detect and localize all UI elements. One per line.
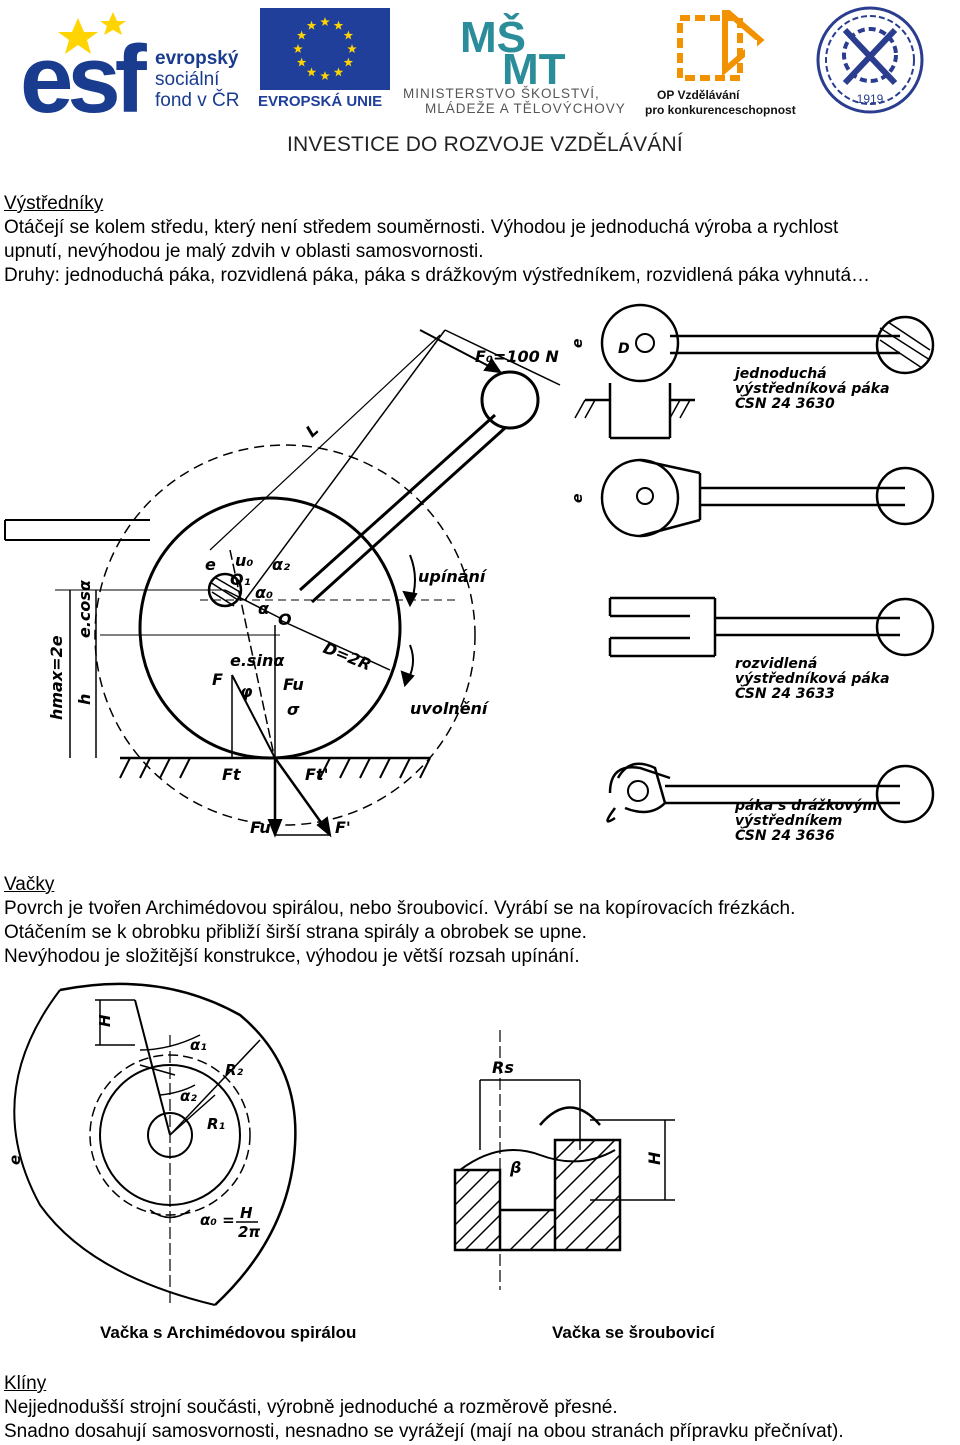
section3-line-2: Snadno dosahují samosvornosti, nesnadno … — [4, 1421, 844, 1442]
eu-star — [333, 20, 344, 30]
section-heading-kliny: Klíny — [4, 1373, 47, 1394]
eu-star — [306, 67, 317, 77]
lever-types-diagram: e D e jednoduchá výstředníková páka ČSN … — [570, 303, 935, 844]
label-esin: e.sinα — [230, 651, 285, 670]
lever3-line1: páka s drážkovým — [734, 798, 877, 814]
lever2-line2: výstředníková páka — [735, 671, 890, 687]
header-logos: esf evropský sociální fond v ČR EVROPSKÁ… — [0, 0, 960, 160]
msmt-text: MINISTERSTVO ŠKOLSTVÍ, MLÁDEŽE A TĚLOVÝC… — [403, 86, 626, 116]
eccentric-mechanics-diagram: F₀=100 N L upínání uvolnění D=2R e.sinα … — [4, 329, 561, 838]
section1-line-1: Otáčejí se kolem středu, který není stře… — [4, 217, 839, 238]
eu-star — [343, 57, 354, 67]
label-O1: O₁ — [230, 570, 251, 589]
eu-star — [333, 67, 344, 77]
caption-helical-cam: Vačka se šroubovicí — [552, 1323, 716, 1342]
esf-logo: esf — [18, 8, 163, 118]
eu-star — [343, 30, 354, 40]
label-H: H — [645, 1151, 664, 1165]
lever2-line1: rozvidlená — [735, 656, 817, 672]
label-beta: β — [509, 1158, 521, 1177]
eu-star — [320, 17, 330, 26]
esf-line1: evropský — [155, 48, 239, 69]
label-H: H — [96, 1014, 114, 1027]
op-line1: OP Vzdělávání — [657, 88, 740, 102]
helical-cam-diagram: Rs H β Vačka se šroubovicí — [453, 1030, 716, 1342]
label-Rs: Rs — [492, 1058, 514, 1077]
section-heading-vacky: Vačky — [4, 874, 55, 895]
lever1-line1: jednoduchá — [733, 366, 827, 382]
lever3-line2: výstředníkem — [735, 813, 842, 829]
label-Fu: Fu — [283, 675, 304, 694]
lever2-line3: ČSN 24 3633 — [735, 684, 835, 702]
label-h: h — [75, 694, 94, 705]
label-u0: u₀ — [235, 551, 253, 570]
lever1-line2: výstředníková páka — [735, 381, 890, 397]
label-F: F — [212, 670, 223, 689]
label-frac-n: H — [240, 1204, 253, 1222]
esf-line3: fond v ČR — [155, 90, 240, 111]
seal-year: 1919 — [857, 92, 884, 106]
label-e: e — [6, 1155, 24, 1165]
msmt-line1: MINISTERSTVO ŠKOLSTVÍ, — [403, 86, 600, 101]
eu-star — [306, 20, 317, 30]
label-Ft: Ft — [222, 765, 242, 784]
msmt-line2: MLÁDEŽE A TĚLOVÝCHOVY — [425, 101, 626, 116]
label-e2: e — [570, 494, 586, 504]
label-a0: α₀ — [255, 583, 273, 602]
section2-line-3: Nevýhodou je složitější konstrukce, výho… — [4, 946, 580, 967]
eu-star — [347, 44, 357, 53]
label-a1: α₁ — [190, 1036, 207, 1054]
label-Fp: F' — [335, 818, 351, 837]
label-D2R: D=2R — [321, 638, 375, 674]
section-heading-vystredniky: Výstředníky — [4, 193, 104, 214]
label-Ftp: Ft' — [305, 765, 328, 784]
msmt-logo: MŠ MT — [460, 11, 566, 84]
lever1-line3: ČSN 24 3630 — [735, 394, 835, 412]
esf-text: evropský sociální fond v ČR — [155, 48, 239, 111]
section2-line-1: Povrch je tvořen Archimédovou spirálou, … — [4, 898, 796, 919]
eu-star — [293, 44, 303, 53]
label-hmax: hmax=2e — [47, 635, 66, 720]
op-logo — [677, 10, 765, 81]
label-upinani: upínání — [418, 567, 488, 586]
banner-title: INVESTICE DO ROZVOJE VZDĚLÁVÁNÍ — [287, 133, 683, 156]
svg-text:MT: MT — [502, 45, 566, 84]
label-D: D — [618, 341, 630, 357]
label-a0: α₀ = — [200, 1211, 235, 1229]
label-ecos: e.cosα — [75, 579, 94, 638]
section1-line-3: Druhy: jednoduchá páka, rozvidlená páka,… — [4, 265, 871, 286]
label-force: F₀=100 N — [475, 347, 559, 366]
label-e1: e — [570, 339, 586, 349]
op-text: OP Vzdělávání pro konkurenceschopnost — [645, 88, 796, 118]
section3-line-1: Nejjednodušší strojní součásti, výrobně … — [4, 1397, 618, 1418]
label-a2: α₂ — [272, 555, 290, 574]
label-a: α — [258, 599, 270, 618]
lever3-line3: ČSN 24 3636 — [735, 826, 835, 844]
label-L: L — [302, 420, 322, 441]
eu-star — [296, 57, 307, 67]
label-O: O — [278, 610, 292, 629]
label-a2: α₂ — [180, 1087, 197, 1105]
eu-star — [320, 71, 330, 80]
label-R1: R₁ — [207, 1115, 225, 1133]
label-Fu2: Fu — [250, 818, 271, 837]
label-uvolneni: uvolnění — [410, 699, 490, 718]
label-frac-d: 2π — [238, 1223, 260, 1241]
op-line2: pro konkurenceschopnost — [645, 103, 796, 117]
section1-line-2: upnutí, nevýhodou je malý zdvih v oblast… — [4, 241, 484, 262]
eu-star — [296, 30, 307, 40]
school-seal: 1919 — [816, 6, 924, 114]
section2-line-2: Otáčením se k obrobku přibliží širší str… — [4, 922, 587, 943]
eu-label: EVROPSKÁ UNIE — [258, 93, 383, 110]
label-phi: φ — [240, 682, 253, 701]
label-R2: R₂ — [225, 1061, 244, 1079]
eu-flag — [260, 8, 390, 90]
esf-line2: sociální — [155, 69, 220, 90]
spiral-cam-diagram: H α₁ R₂ α₂ R₁ α₀ = H 2π e Vačka s Archim… — [6, 982, 356, 1342]
label-e: e — [205, 555, 216, 574]
svg-text:MŠ: MŠ — [460, 11, 526, 62]
caption-spiral-cam: Vačka s Archimédovou spirálou — [100, 1323, 356, 1342]
label-sigma: σ — [287, 700, 300, 719]
